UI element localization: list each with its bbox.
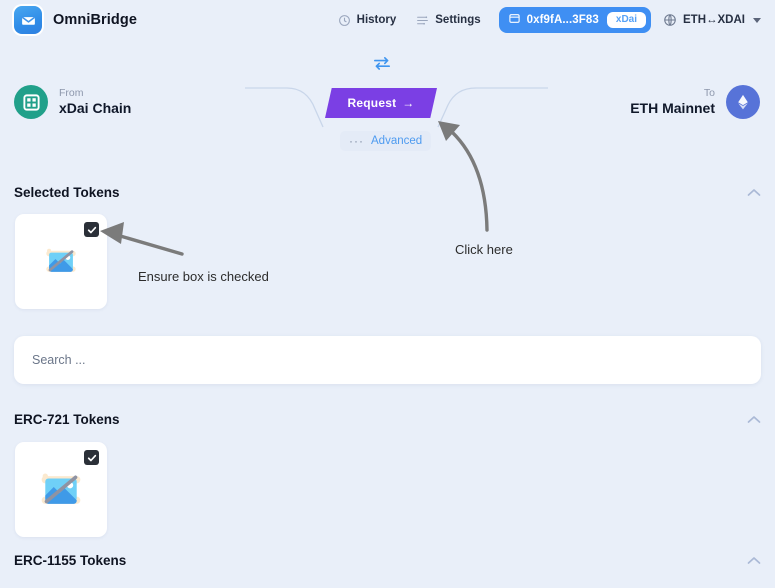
ethereum-logo-icon xyxy=(726,85,760,119)
broken-image-icon xyxy=(39,237,83,286)
bridge-from-name: xDai Chain xyxy=(59,99,132,116)
account-chain-tag: xDai xyxy=(606,12,647,28)
settings-label: Settings xyxy=(435,14,481,26)
token-card[interactable] xyxy=(15,214,107,309)
token-card[interactable] xyxy=(15,442,107,537)
arrow-right-icon: → xyxy=(402,96,415,110)
chevron-up-icon[interactable] xyxy=(747,556,761,565)
section-header-selected-tokens[interactable]: Selected Tokens xyxy=(14,180,761,204)
token-checkbox[interactable] xyxy=(84,450,99,465)
advanced-button[interactable]: ··· Advanced xyxy=(340,131,432,151)
sliders-icon xyxy=(416,14,429,27)
settings-button[interactable]: Settings xyxy=(406,8,490,33)
account-address-text: 0xf9fA...3F83 xyxy=(526,14,599,26)
chevron-up-icon[interactable] xyxy=(747,188,761,197)
annotation-label-checkbox: Ensure box is checked xyxy=(138,269,269,284)
bridge-to[interactable]: To ETH Mainnet xyxy=(630,85,760,119)
swap-arrows-icon xyxy=(372,55,392,76)
header-actions: History Settings xyxy=(328,7,761,33)
bridge-from-label: From xyxy=(59,86,84,99)
bridge-from[interactable]: From xDai Chain xyxy=(14,85,131,119)
token-checkbox[interactable] xyxy=(84,222,99,237)
request-button[interactable]: Request → xyxy=(325,88,437,118)
globe-icon xyxy=(663,13,677,27)
history-button[interactable]: History xyxy=(328,8,407,33)
bridge-row: From xDai Chain To ETH Mainnet Request →… xyxy=(0,52,775,162)
bridge-to-name: ETH Mainnet xyxy=(630,99,715,116)
broken-image-icon xyxy=(32,458,90,521)
ellipsis-icon: ··· xyxy=(349,134,364,148)
advanced-label: Advanced xyxy=(371,135,423,147)
brand[interactable]: OmniBridge xyxy=(14,6,137,34)
annotation-label-request: Click here xyxy=(455,242,513,257)
app-header: OmniBridge History Settings xyxy=(0,0,775,40)
bridge-to-label: To xyxy=(703,86,715,99)
request-button-label: Request xyxy=(347,96,397,110)
search-input[interactable] xyxy=(14,336,761,384)
account-address: 0xf9fA...3F83 xyxy=(508,12,599,28)
clock-icon xyxy=(338,14,351,27)
brand-name: OmniBridge xyxy=(53,12,137,28)
envelope-icon xyxy=(14,6,42,34)
bridge-connector-right xyxy=(437,87,548,128)
swap-direction-button[interactable] xyxy=(369,55,395,75)
section-title: ERC-1155 Tokens xyxy=(14,552,127,568)
section-title: ERC-721 Tokens xyxy=(14,411,120,427)
wallet-icon xyxy=(508,12,521,28)
xdai-logo-icon xyxy=(14,85,48,119)
section-header-erc1155-tokens[interactable]: ERC-1155 Tokens xyxy=(14,548,761,572)
section-header-erc721-tokens[interactable]: ERC-721 Tokens xyxy=(14,407,761,431)
network-select-label: ETH↔XDAI xyxy=(683,14,745,26)
network-select[interactable]: ETH↔XDAI xyxy=(663,13,761,27)
chevron-down-icon xyxy=(753,17,761,23)
annotation-arrow-checkbox xyxy=(100,222,184,256)
chevron-up-icon[interactable] xyxy=(747,415,761,424)
bridge-connector-left xyxy=(245,87,324,128)
section-title: Selected Tokens xyxy=(14,184,120,200)
account-pill[interactable]: 0xf9fA...3F83 xDai xyxy=(498,7,652,33)
history-label: History xyxy=(356,14,397,26)
